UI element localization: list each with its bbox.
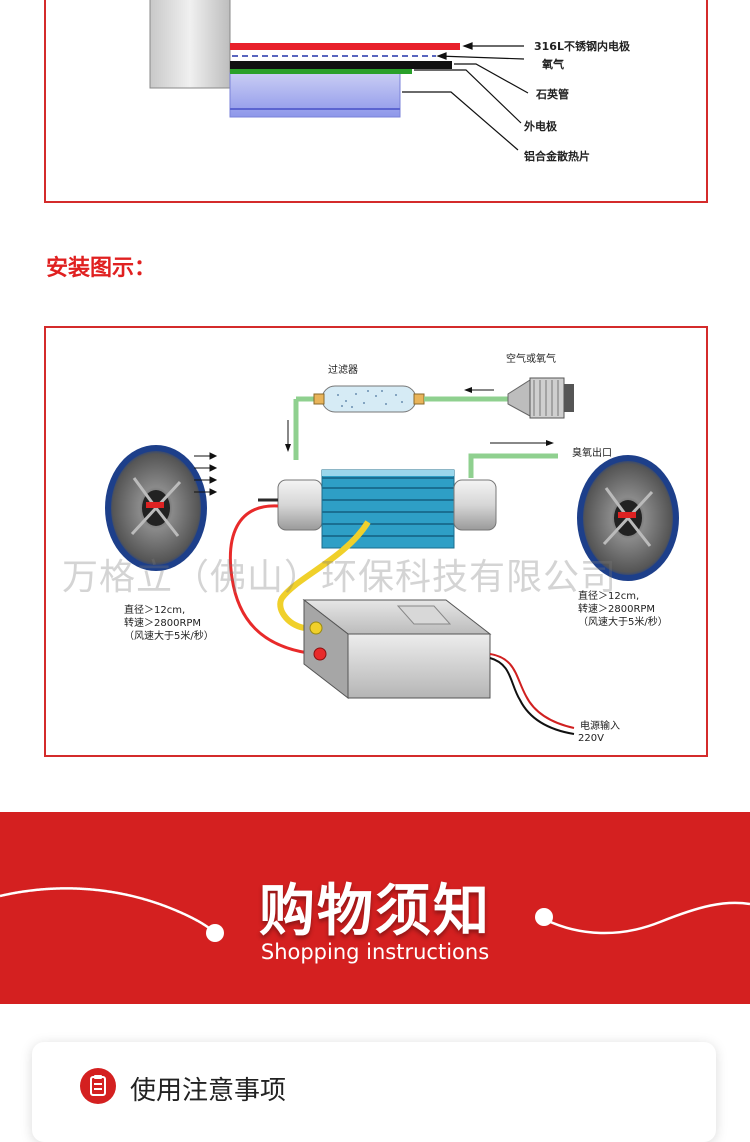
heat-sink [229, 72, 401, 118]
air-input-label: 空气或氧气 [506, 354, 556, 365]
power-cable-red [489, 653, 575, 729]
heat-sink-label: 铝合金散热片 [524, 150, 590, 163]
usage-notice-card: 使用注意事项 [32, 1042, 716, 1142]
outer-electrode-layer [230, 68, 412, 74]
inner-electrode-layer [230, 43, 460, 50]
ozone-outlet-tube [468, 453, 558, 478]
filter [321, 385, 417, 413]
banner-title: 购物须知 [259, 879, 491, 944]
filter-label: 过滤器 [328, 365, 358, 376]
shopping-banner [0, 812, 750, 1004]
install-section-title: 安装图示： [46, 256, 157, 281]
power-voltage-label: 220V [578, 733, 604, 744]
structure-diagram-panel: 316L不锈钢内电极 氧气 石英管 外电极 铝合金散热片 [44, 0, 708, 203]
ozone-outlet-label: 臭氧出口 [572, 448, 612, 459]
air-input-connector [507, 379, 531, 417]
power-cable-black [489, 657, 575, 735]
yellow-hv-wire [277, 520, 371, 631]
left-fan-spec: 直径＞12cm, 转速＞2800RPM （风速大于5米/秒） [124, 605, 214, 642]
power-supply-front [347, 633, 491, 699]
outer-electrode-label: 外电极 [524, 120, 557, 133]
red-hv-wire [228, 504, 317, 656]
quartz-tube-label: 石英管 [536, 88, 569, 101]
install-drawing [105, 377, 679, 735]
right-fan-spec: 直径＞12cm, 转速＞2800RPM （风速大于5米/秒） [578, 591, 668, 628]
ozone-tube-structure-drawing [149, 0, 529, 151]
inner-electrode-label: 316L不锈钢内电极 [534, 40, 630, 53]
install-diagram-panel: 过滤器 空气或氧气 臭氧出口 电源输入 220V 直径＞12cm, 转速＞280… [44, 326, 708, 757]
banner-wave-decoration [0, 887, 750, 942]
notice-title: 使用注意事项 [130, 1076, 287, 1106]
quartz-tube-layer [230, 61, 452, 69]
power-input-label: 电源输入 [580, 721, 620, 732]
company-watermark: 万格立（佛山）环保科技有限公司 [62, 557, 618, 598]
right-cooling-fan [577, 455, 679, 581]
left-cooling-fan [105, 445, 207, 571]
banner-subtitle: Shopping instructions [260, 940, 490, 964]
document-icon [80, 1068, 116, 1104]
ozone-tube-right-cap [453, 479, 497, 531]
ozone-tube-left-cap [277, 479, 323, 531]
end-cap [149, 0, 231, 89]
oxygen-label: 氧气 [542, 58, 564, 71]
